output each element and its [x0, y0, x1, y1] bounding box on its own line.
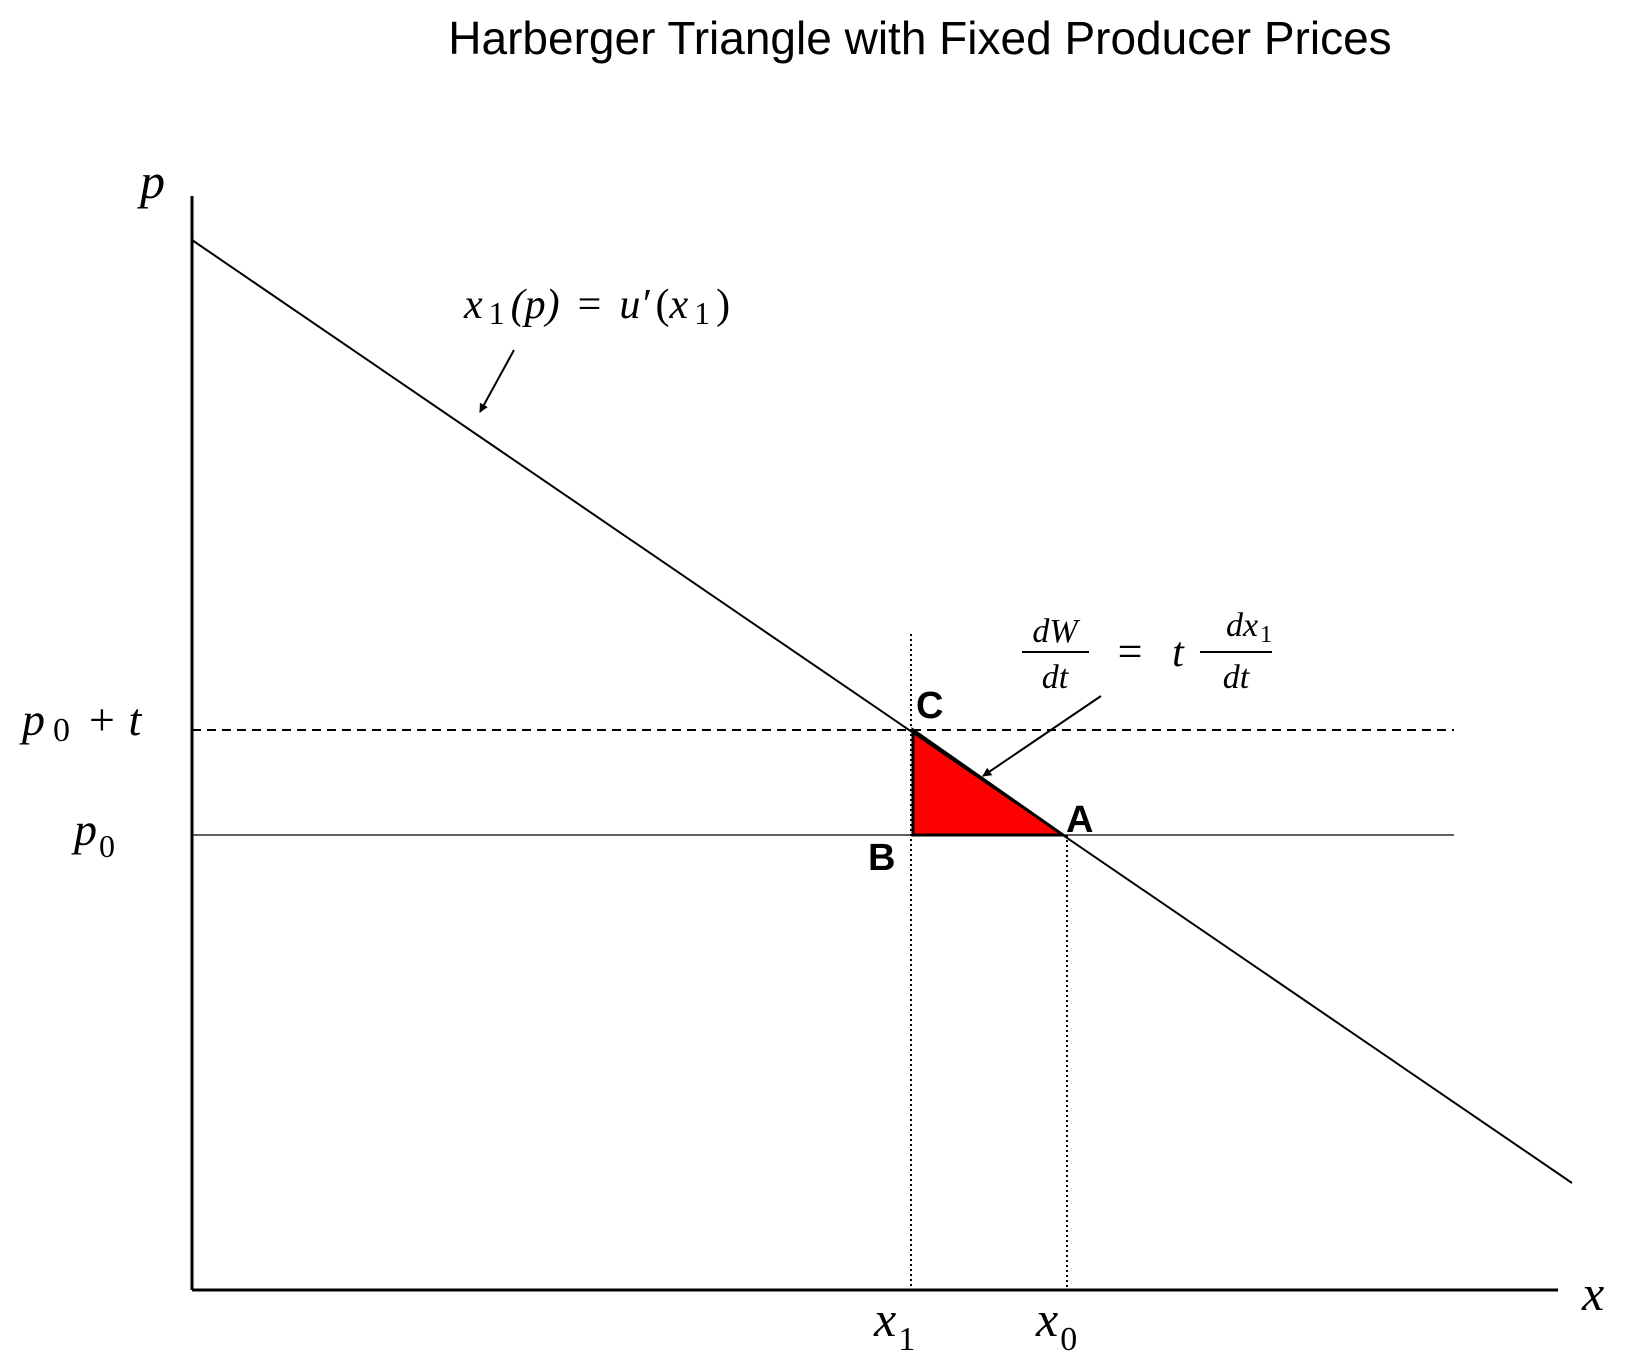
label-x0: x0	[1035, 1291, 1077, 1358]
svg-text:p0: p0	[71, 804, 115, 864]
svg-text:x1(p)=u′(x1): x1(p)=u′(x1)	[463, 282, 730, 331]
x-axis-label: x	[1581, 1265, 1604, 1321]
svg-text:p0+ t: p0+ t	[19, 694, 143, 749]
point-label-a: A	[1066, 799, 1093, 841]
welfare-formula-lhs-numerator: dW	[1032, 613, 1080, 650]
welfare-formula-coefficient: t	[1172, 630, 1185, 676]
label-p0: p0	[71, 804, 115, 864]
welfare-formula-rhs-denominator: dt	[1223, 659, 1251, 696]
svg-text:x1: x1	[873, 1291, 915, 1358]
welfare-formula-arrow	[982, 695, 1102, 777]
demand-curve	[191, 239, 1573, 1184]
label-x1: x1	[873, 1291, 915, 1358]
point-label-b: B	[868, 837, 895, 879]
diagram-title: Harberger Triangle with Fixed Producer P…	[448, 12, 1391, 64]
demand-label-arrow	[479, 349, 515, 413]
welfare-formula-rhs-numerator: dx1	[1226, 607, 1272, 648]
svg-text:x0: x0	[1035, 1291, 1077, 1358]
point-label-c: C	[916, 685, 943, 727]
welfare-formula: dW dt = t dx1 dt	[1022, 607, 1272, 696]
welfare-formula-lhs-denominator: dt	[1042, 659, 1070, 696]
y-axis-label: p	[137, 153, 165, 209]
welfare-formula-equals: =	[1118, 627, 1143, 676]
